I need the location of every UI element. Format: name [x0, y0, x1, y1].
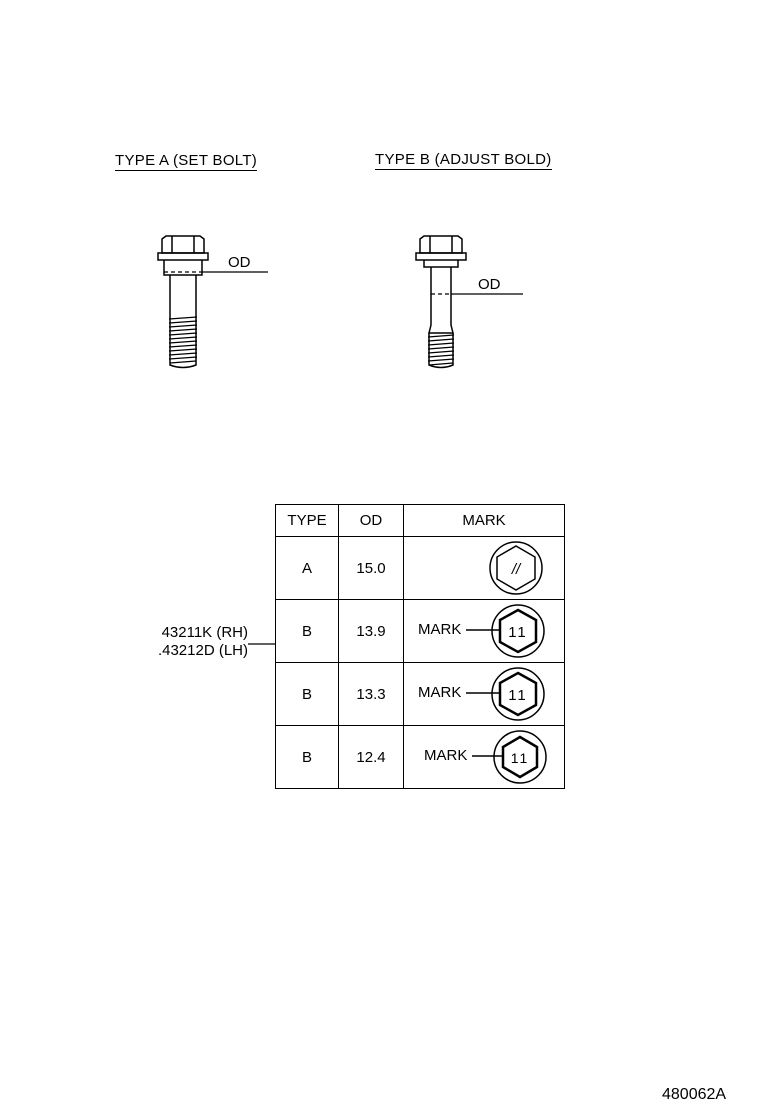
header-mark: MARK	[403, 504, 565, 537]
row-mark: //	[403, 536, 565, 600]
row-mark: MARK 11	[403, 725, 565, 789]
row-mark: MARK 11	[403, 599, 565, 663]
part-number-rh: 43211K (RH)	[161, 624, 248, 641]
row-od: 13.9	[338, 599, 404, 663]
mark-label: MARK	[418, 621, 462, 638]
table-header-row: TYPE OD MARK	[275, 504, 565, 537]
table-row: A 15.0 //	[275, 536, 565, 600]
header-type: TYPE	[275, 504, 339, 537]
mark-label: MARK	[418, 684, 462, 701]
row-type: B	[275, 725, 339, 789]
mark-label: MARK	[424, 747, 468, 764]
row-mark: MARK 11	[403, 662, 565, 726]
head-mark-text: 11	[511, 750, 530, 766]
head-mark-text: //	[511, 561, 522, 578]
bolt-head-mark-icon: 11	[472, 730, 547, 784]
head-mark-text: 11	[508, 624, 528, 641]
table-row: B 13.9 MARK 11	[275, 599, 565, 663]
type-b-bolt-drawing	[415, 235, 523, 369]
part-numbers: 43211K (RH) .43212D (LH)	[120, 624, 248, 660]
figure-id: 480062A	[662, 1086, 727, 1103]
header-od: OD	[338, 504, 404, 537]
head-mark-text: 11	[508, 687, 528, 704]
row-od: 12.4	[338, 725, 404, 789]
spec-table: TYPE OD MARK A 15.0 // B 13.9 MARK	[275, 504, 565, 789]
bolt-head-mark-icon: 11	[466, 667, 545, 721]
table-row: B 12.4 MARK 11	[275, 725, 565, 789]
row-type: B	[275, 662, 339, 726]
type-a-od-label: OD	[228, 254, 251, 271]
row-type: B	[275, 599, 339, 663]
part-number-leader	[248, 643, 276, 645]
bolt-head-mark-icon: 11	[466, 604, 545, 658]
type-a-bolt-drawing	[157, 235, 268, 369]
table-row: B 13.3 MARK 11	[275, 662, 565, 726]
row-od: 15.0	[338, 536, 404, 600]
type-b-od-label: OD	[478, 276, 501, 293]
type-a-heading: TYPE A (SET BOLT)	[115, 152, 258, 171]
type-b-heading: TYPE B (ADJUST BOLD)	[375, 151, 552, 170]
part-number-lh: .43212D (LH)	[157, 642, 248, 659]
type-a-thread	[168, 316, 198, 364]
row-type: A	[275, 536, 339, 600]
type-b-thread	[427, 334, 455, 366]
bolt-head-mark-icon: //	[489, 541, 543, 595]
row-od: 13.3	[338, 662, 404, 726]
